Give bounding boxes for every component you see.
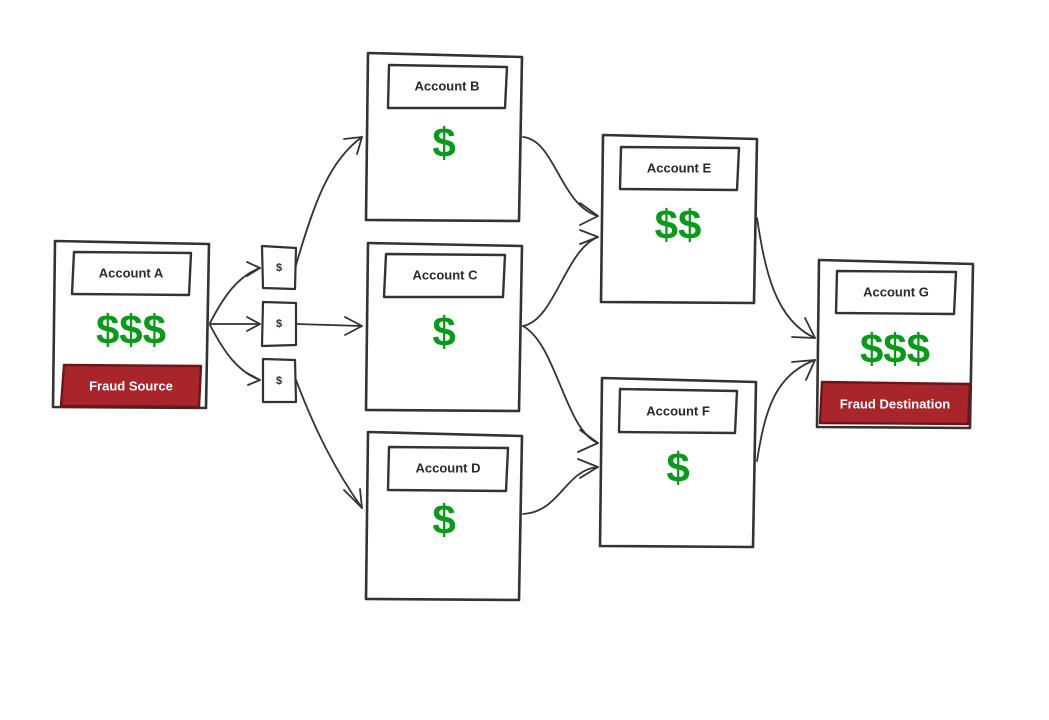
edge-e-to-g	[756, 217, 816, 339]
chunk-box	[261, 357, 298, 404]
edge-b-to-e	[522, 136, 599, 217]
chunk-box	[260, 300, 298, 348]
edge-chunk-1-to-b	[295, 136, 363, 266]
money-amount: $$	[655, 201, 702, 248]
chunk-label: $	[276, 318, 282, 330]
badge-label: Fraud Source	[89, 378, 173, 393]
fraud-source-badge	[59, 363, 203, 409]
arrowhead-f-bottom	[577, 458, 599, 479]
title-box	[386, 445, 510, 493]
chunk-label: $	[276, 375, 282, 387]
node-account-g: Account G $$$ Fraud Destination	[815, 258, 975, 430]
title-box	[386, 63, 509, 110]
chunk-3: $	[261, 357, 298, 404]
arrowhead-d	[343, 488, 363, 509]
money-amount: $	[432, 119, 455, 166]
money-amount: $	[432, 496, 455, 543]
arrowhead-chunk-3	[246, 372, 261, 386]
node-account-e: Account E $$	[599, 133, 759, 305]
title-box	[70, 250, 193, 297]
node-title: Account D	[416, 460, 481, 475]
node-title: Account E	[647, 160, 712, 175]
chunk-box	[260, 244, 298, 291]
node-title: Account B	[415, 78, 480, 93]
node-account-f: Account F $	[598, 376, 758, 549]
money-amount: $$$	[860, 325, 930, 372]
title-box	[618, 145, 741, 192]
chunk-2: $	[260, 300, 298, 348]
edges	[209, 136, 816, 515]
arrowhead-e-bottom	[579, 229, 599, 245]
edge-a-to-chunk-3	[209, 324, 261, 381]
badge-label: Fraud Destination	[840, 396, 951, 411]
title-box	[834, 269, 958, 316]
money-amount: $	[666, 444, 689, 491]
chunk-label: $	[276, 262, 282, 274]
arrowhead-b	[343, 136, 363, 155]
node-title: Account F	[646, 403, 710, 418]
edge-d-to-f	[522, 466, 599, 515]
arrowhead-g-bottom	[791, 359, 816, 381]
arrowhead-g-top	[791, 317, 816, 339]
edge-chunk-3-to-d	[295, 379, 363, 509]
edge-a-to-chunk-1	[209, 267, 261, 324]
node-title: Account A	[99, 265, 164, 280]
arrowhead-c	[344, 316, 363, 336]
node-title: Account C	[413, 267, 479, 282]
chunk-1: $	[260, 244, 298, 291]
edge-c-to-f	[522, 325, 599, 444]
node-title: Account G	[863, 284, 929, 299]
title-box	[617, 387, 739, 435]
edge-chunk-2-to-c	[295, 323, 363, 327]
arrowhead-chunk-1	[246, 261, 261, 277]
money-amount: $	[432, 308, 455, 355]
money-amount: $$$	[96, 306, 166, 353]
arrowhead-f-top	[577, 429, 599, 453]
node-account-c: Account C $	[364, 241, 524, 413]
title-box	[382, 252, 507, 299]
arrowhead-e-top	[579, 202, 599, 226]
node-account-b: Account B $	[364, 51, 524, 223]
node-account-a: Account A $$$ Fraud Source	[51, 239, 211, 410]
edge-c-to-e	[522, 236, 599, 327]
node-account-d: Account D $	[364, 430, 524, 602]
arrowhead-chunk-2	[246, 316, 261, 332]
edge-f-to-g	[756, 359, 816, 462]
fraud-destination-badge	[818, 380, 972, 426]
